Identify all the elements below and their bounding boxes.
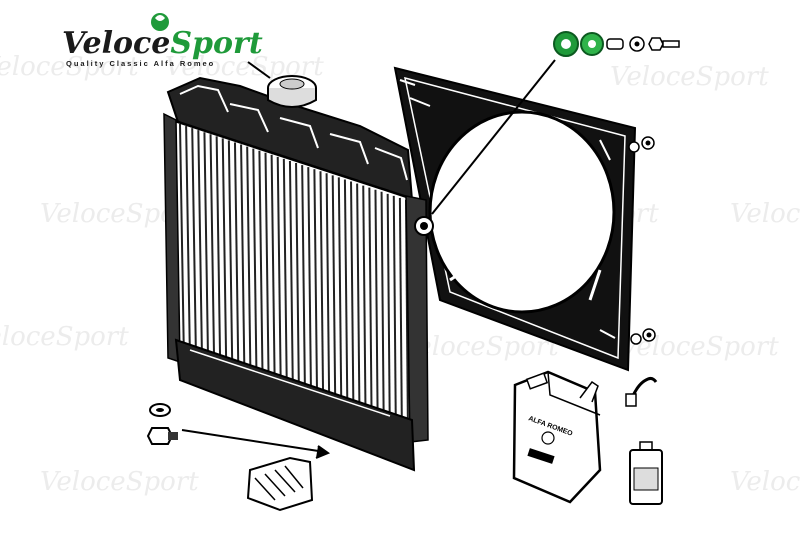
radiator-fin [270, 154, 276, 393]
radiator-fin [209, 134, 216, 373]
spacer-icon [606, 38, 624, 50]
radiator-fin [215, 136, 222, 375]
radiator-fin [227, 140, 234, 379]
radiator-fin [386, 193, 391, 432]
logo-emblem-detail [155, 15, 165, 21]
fastener-set [553, 31, 680, 57]
radiator-fin [258, 150, 264, 389]
brand-logo: VeloceSport Quality Classic Alfa Romeo [62, 13, 263, 68]
mounting-bracket [246, 456, 314, 512]
radiator-fin [221, 138, 228, 377]
watermark-logo: VeloceSport [40, 467, 199, 497]
radiator-fin [203, 132, 210, 371]
leader-lines [181, 59, 556, 459]
fluid-bottle [629, 441, 663, 505]
radiator-fin [392, 195, 397, 434]
radiator-bottom-tank [174, 338, 416, 472]
radiator-fin [282, 158, 288, 397]
drain-plug-icon [146, 427, 174, 445]
watermark-logo: VeloceSport [730, 467, 800, 497]
washer-icon [628, 141, 640, 153]
radiator-fin [356, 183, 361, 422]
radiator-fin [288, 160, 294, 399]
radiator-fin [374, 189, 379, 428]
radiator-fin [368, 187, 373, 426]
radiator-fin [331, 175, 337, 414]
radiator-fin [276, 156, 282, 395]
radiator-fin [233, 142, 240, 381]
watermark-logo: VeloceSport [0, 322, 129, 352]
logo-tagline: Quality Classic Alfa Romeo [66, 59, 215, 68]
canister-emblem-icon [541, 431, 555, 445]
radiator-fin [197, 130, 204, 369]
radiator-fin [264, 152, 270, 391]
radiator-fin [179, 123, 185, 363]
radiator-fin [252, 148, 258, 387]
radiator-fin [246, 146, 252, 385]
logo-wordmark: VeloceSport [62, 26, 263, 61]
radiator-fin [325, 173, 331, 412]
washer-icon [630, 333, 642, 345]
bolt-icon [648, 37, 664, 51]
radiator-fin [295, 163, 301, 402]
radiator-fin [301, 165, 307, 404]
watermark-logo: VeloceSport [0, 52, 139, 82]
watermark-logo: VeloceSport [610, 62, 769, 92]
shroud-nuts [628, 136, 656, 345]
radiator-fins [179, 123, 409, 439]
radiator-fin [307, 167, 313, 406]
radiator-fin [337, 177, 343, 416]
bracket-icon [246, 456, 314, 512]
radiator-fin [185, 126, 192, 365]
radiator-cap [267, 75, 317, 108]
radiator-fin [319, 171, 325, 410]
fan-shroud [393, 66, 637, 372]
radiator-fin [240, 144, 246, 383]
watermark-logo: VeloceSport [165, 52, 324, 82]
drain-plug-set [146, 403, 178, 445]
temperature-sensor-icon [630, 376, 658, 399]
watermark-logo: VeloceSport [730, 199, 800, 229]
fan-opening [428, 110, 616, 314]
radiator [163, 76, 434, 472]
coolant-canister: ALFA ROMEO [512, 370, 602, 504]
radiator-fin [313, 169, 319, 408]
radiator-fin [343, 179, 349, 418]
temperature-sensor [625, 376, 658, 407]
radiator-fin [362, 185, 367, 424]
radiator-fin [191, 128, 198, 367]
radiator-fin [380, 191, 385, 430]
radiator-fin [350, 181, 355, 420]
radiator-fin [398, 197, 403, 436]
